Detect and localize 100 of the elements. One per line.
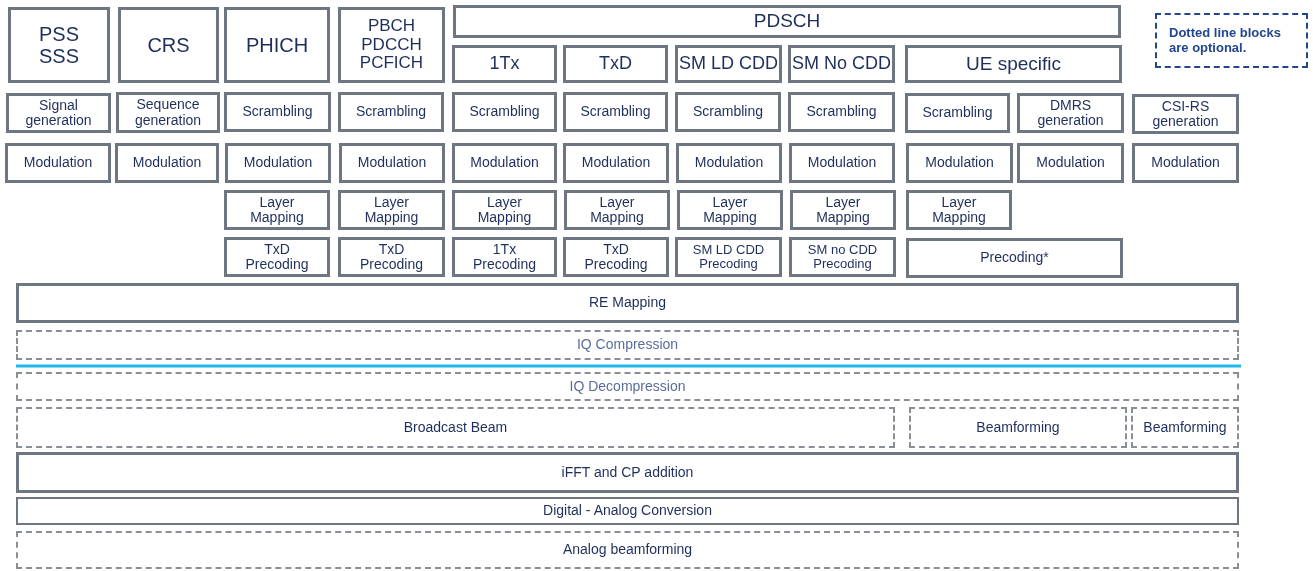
process-box xyxy=(8,7,110,83)
process-box xyxy=(452,237,557,277)
process-box xyxy=(1017,143,1124,183)
process-box xyxy=(563,237,669,277)
process-box xyxy=(225,143,331,183)
process-box xyxy=(675,45,782,83)
optional-block xyxy=(16,330,1239,360)
box-label: Layer Mapping xyxy=(702,194,758,226)
box-label: Sequence generation xyxy=(133,97,203,128)
process-box xyxy=(16,497,1239,525)
box-label: RE Mapping xyxy=(588,295,666,311)
process-box xyxy=(788,92,895,132)
process-box xyxy=(338,7,445,83)
box-label: CSI-RS generation xyxy=(1151,98,1220,130)
box-label: Scrambling xyxy=(806,104,877,120)
process-box xyxy=(675,237,782,277)
box-label: Beamforming xyxy=(976,419,1060,436)
box-label: Modulation xyxy=(23,155,93,171)
optional-block xyxy=(16,372,1239,401)
box-label: CRS xyxy=(147,34,190,56)
box-label: Scrambling xyxy=(922,105,993,121)
process-box xyxy=(905,45,1122,83)
process-box xyxy=(563,45,668,83)
process-box xyxy=(906,190,1012,230)
box-label: TxD Precoding xyxy=(244,241,310,273)
box-label: TxD Precoding xyxy=(358,241,424,273)
box-label: Digital - Analog Conversion xyxy=(543,503,712,519)
process-box xyxy=(5,143,111,183)
box-label: Broadcast Beam xyxy=(403,419,508,436)
box-label: Modulation xyxy=(132,155,202,171)
box-label: Layer Mapping xyxy=(476,194,533,226)
box-label: TxD xyxy=(599,54,632,74)
process-box xyxy=(224,237,330,277)
box-label: Modulation xyxy=(1036,155,1105,171)
process-box xyxy=(452,143,557,183)
process-box xyxy=(564,190,670,230)
box-label: Beamforming xyxy=(1143,419,1227,436)
process-box xyxy=(906,238,1123,278)
box-label: Scrambling xyxy=(356,104,426,120)
box-label: SM No CDD xyxy=(792,54,891,74)
process-box xyxy=(116,92,220,133)
optional-block xyxy=(16,531,1239,569)
process-box xyxy=(788,45,895,83)
box-label: Modulation xyxy=(581,155,651,171)
box-label: 1Tx xyxy=(489,54,520,74)
box-label: SM LD CDD xyxy=(679,54,778,74)
box-label: Layer Mapping xyxy=(931,194,987,226)
box-label: Scrambling xyxy=(469,104,540,120)
process-box xyxy=(790,190,896,230)
box-label: SM LD CDD Precoding xyxy=(691,242,766,272)
box-label: Analog beamforming xyxy=(562,542,693,558)
box-label: Modulation xyxy=(243,155,313,171)
note-box xyxy=(1155,13,1308,68)
process-box xyxy=(339,143,445,183)
box-label: IQ Compression xyxy=(576,337,679,353)
process-box xyxy=(338,237,445,277)
box-label: IQ Decompression xyxy=(569,378,686,395)
process-box xyxy=(675,92,781,132)
box-label: Layer Mapping xyxy=(815,194,871,226)
process-box xyxy=(1017,93,1124,133)
optional-block xyxy=(909,407,1127,448)
box-label: Scrambling xyxy=(580,104,651,120)
process-box xyxy=(563,92,668,132)
box-label: Modulation xyxy=(694,155,764,171)
box-label: Layer Mapping xyxy=(589,194,645,226)
process-box xyxy=(1132,94,1239,134)
box-label: Layer Mapping xyxy=(249,194,305,226)
box-label: SM no CDD Precoding xyxy=(806,242,879,272)
process-box xyxy=(115,143,219,183)
box-label: TxD Precoding xyxy=(583,241,649,273)
box-label: UE specific xyxy=(966,53,1061,75)
process-box xyxy=(1132,143,1239,183)
box-label: iFFT and CP addition xyxy=(561,464,694,481)
box-label: Scrambling xyxy=(242,104,313,120)
box-label: PBCH PDCCH PCFICH xyxy=(358,16,425,74)
process-box xyxy=(453,5,1121,38)
box-label: DMRS generation xyxy=(1036,97,1105,129)
box-label: 1Tx Precoding xyxy=(471,241,537,273)
process-box xyxy=(677,190,783,230)
process-box xyxy=(16,452,1239,493)
process-box xyxy=(905,93,1010,133)
box-label: PHICH xyxy=(245,34,309,56)
process-box xyxy=(789,237,896,277)
box-label: Scrambling xyxy=(693,104,763,120)
process-box xyxy=(452,92,557,132)
process-box xyxy=(452,45,557,83)
box-label: PSS SSS xyxy=(38,23,80,67)
box-label: PDSCH xyxy=(753,11,821,32)
box-label: Modulation xyxy=(470,155,539,171)
process-box xyxy=(789,143,895,183)
process-box xyxy=(676,143,782,183)
process-box xyxy=(16,283,1239,323)
box-label: Modulation xyxy=(925,155,994,171)
box-label: Modulation xyxy=(357,155,427,171)
process-box xyxy=(118,7,219,83)
box-label: Signal generation xyxy=(24,97,93,129)
process-box xyxy=(6,93,111,133)
process-box xyxy=(338,190,445,230)
process-box xyxy=(224,92,331,132)
process-box xyxy=(224,190,330,230)
